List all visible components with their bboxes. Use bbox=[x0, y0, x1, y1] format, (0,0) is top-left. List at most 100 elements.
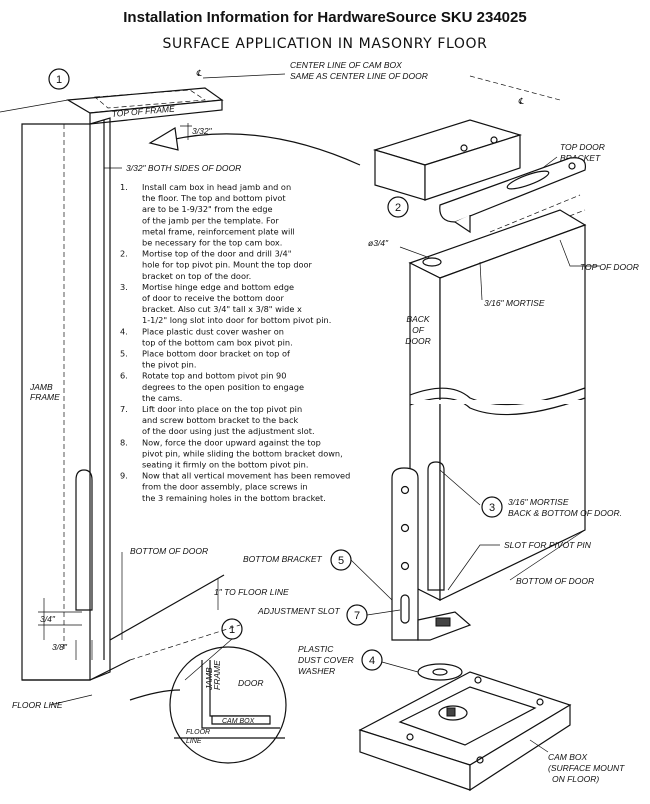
arrow-cambox-to-frame bbox=[169, 133, 361, 166]
label-jamb-frame-1: JAMB bbox=[29, 382, 53, 392]
step-text: Place plastic dust cover washer on bbox=[142, 326, 284, 336]
callout-4 bbox=[361, 649, 383, 671]
label-back-of-door-1: BACK bbox=[406, 314, 429, 324]
step-text: Install cam box in head jamb and on bbox=[142, 182, 291, 192]
top-cambox-hole-2 bbox=[490, 136, 498, 144]
label-top-of-door: TOP OF DOOR bbox=[580, 262, 639, 272]
callout-1-detail-label: 1 bbox=[229, 624, 235, 636]
label-dim-3-8: 3/8" bbox=[52, 642, 68, 652]
step-text: the pivot pin. bbox=[142, 360, 196, 370]
callout-1-top-label: 1 bbox=[56, 74, 62, 86]
step-text: and screw bottom bracket to the back bbox=[142, 415, 298, 425]
top-bracket-hole bbox=[568, 162, 576, 170]
label-jamb-frame-2: FRAME bbox=[30, 392, 60, 402]
callout-5-label: 5 bbox=[338, 555, 344, 567]
pivot-pin-slot bbox=[435, 617, 451, 627]
label-top-door-bracket-2: BRACKET bbox=[560, 153, 601, 163]
step-text: Lift door into place on the top pivot pi… bbox=[142, 404, 302, 414]
detail-jamb bbox=[201, 660, 280, 729]
detail-leader bbox=[184, 638, 233, 681]
label-plastic-1: PLASTIC bbox=[298, 644, 334, 654]
dust-cover-washer bbox=[417, 663, 463, 681]
label-cam-box-3: ON FLOOR) bbox=[552, 774, 599, 784]
label-detail-floor-1: FLOOR bbox=[186, 729, 210, 736]
label-cam-box-2: (SURFACE MOUNT bbox=[548, 763, 625, 773]
step-text: top of the bottom cam box pivot pin. bbox=[142, 337, 293, 347]
bottom-bracket-hole-3 bbox=[400, 561, 410, 571]
head-jamb-cambox-hidden bbox=[94, 89, 207, 109]
label-plastic-3: WASHER bbox=[298, 666, 335, 676]
callout-7-label: 7 bbox=[354, 610, 360, 622]
callout-2-label: 2 bbox=[395, 202, 401, 214]
label-slot-for-pivot: SLOT FOR PIVOT PIN bbox=[504, 540, 592, 550]
label-detail-floor-2: LINE bbox=[186, 738, 202, 745]
step-text: be necessary for the top cam box. bbox=[142, 238, 282, 248]
label-floor-line: FLOOR LINE bbox=[12, 700, 63, 710]
floor-cambox-hole-3 bbox=[406, 733, 414, 741]
step-number: 7. bbox=[120, 404, 128, 414]
top-pivot-hole bbox=[422, 257, 442, 267]
floor-cambox-hole-1 bbox=[474, 676, 482, 684]
top-cambox-hole-1 bbox=[460, 144, 468, 152]
callout-4-leader bbox=[381, 661, 419, 673]
step-text: seating it firmly on the bottom pivot pi… bbox=[142, 460, 308, 470]
step-number: 5. bbox=[120, 349, 128, 359]
cl-symbol-top: ℄ bbox=[196, 68, 202, 78]
detail-cambox bbox=[211, 715, 271, 725]
callout-1-top bbox=[48, 68, 70, 90]
label-detail-cambox: CAM BOX bbox=[222, 718, 255, 725]
label-back-of-door-3: DOOR bbox=[405, 336, 431, 346]
step-number: 2. bbox=[120, 249, 128, 259]
label-both-sides: 3/32" BOTH SIDES OF DOOR bbox=[126, 163, 241, 173]
floor-cambox-recess bbox=[398, 686, 537, 746]
center-line-leader bbox=[202, 73, 286, 79]
jamb-stop bbox=[89, 117, 111, 681]
center-line-right bbox=[469, 75, 561, 101]
detail-break-arrow bbox=[129, 689, 181, 701]
step-number: 1. bbox=[120, 182, 128, 192]
callout-4-label: 4 bbox=[369, 655, 375, 667]
callout-2 bbox=[387, 196, 409, 218]
door-break-bottom bbox=[409, 397, 586, 416]
step-text: hole for top pivot pin. Mount the top do… bbox=[142, 260, 313, 270]
callout-7-leader bbox=[366, 609, 401, 616]
step-text: from the door assembly, place screws in bbox=[142, 482, 308, 492]
step-number: 6. bbox=[120, 371, 128, 381]
bottom-bracket-hole-2 bbox=[400, 523, 410, 533]
label-bottom-of-door-left: BOTTOM OF DOOR bbox=[130, 546, 208, 556]
step-text: the floor. The top and bottom pivot bbox=[142, 193, 286, 203]
label-adjustment-slot: ADJUSTMENT SLOT bbox=[257, 606, 341, 616]
floor-line-main bbox=[22, 659, 131, 681]
dim-3-8-lines bbox=[75, 640, 93, 660]
cl-symbol-right: ℄ bbox=[518, 96, 524, 106]
floor-line-leader bbox=[49, 694, 93, 706]
page-title: Installation Information for HardwareSou… bbox=[123, 9, 526, 26]
bottom-door-bracket bbox=[391, 467, 419, 641]
step-text: are to be 1-9/32" from the edge bbox=[142, 204, 273, 214]
label-cam-box-1: CAM BOX bbox=[548, 752, 588, 762]
step-text: Rotate top and bottom pivot pin 90 bbox=[142, 371, 286, 381]
step-text: Now, force the door upward against the t… bbox=[142, 437, 321, 447]
label-dia-3-4: ø3/4" bbox=[368, 238, 389, 248]
step-text: the 3 remaining holes in the bottom brac… bbox=[142, 493, 326, 503]
step-text: the cams. bbox=[142, 393, 182, 403]
step-text: bracket. Also cut 3/4" tall x 3/8" wide … bbox=[142, 304, 302, 314]
step-text: Mortise hinge edge and bottom edge bbox=[142, 282, 294, 292]
floor-cambox-side bbox=[469, 703, 571, 792]
mortise-top-leader bbox=[479, 261, 483, 301]
top-of-door-leader bbox=[559, 239, 600, 267]
arrow-head-left bbox=[148, 127, 179, 151]
label-back-of-door-2: OF bbox=[412, 325, 425, 335]
step-text: of the jamb per the template. For bbox=[142, 215, 279, 225]
label-dim-3-4: 3/4" bbox=[40, 614, 56, 624]
step-text: pivot pin, while sliding the bottom brac… bbox=[142, 448, 343, 458]
label-mortise-top: 3/16" MORTISE bbox=[484, 298, 545, 308]
step-text: metal frame, reinforcement plate will bbox=[142, 226, 295, 236]
installation-steps: 1.Install cam box in head jamb and onthe… bbox=[120, 182, 350, 503]
label-detail-jamb-1: JAMB bbox=[204, 667, 214, 691]
step-text: 1-1/2" long slot into door for bottom pi… bbox=[142, 315, 331, 325]
dust-cover-washer-hole bbox=[432, 668, 448, 676]
head-jamb-front bbox=[89, 99, 223, 125]
label-mortise-back-1: 3/16" MORTISE bbox=[508, 497, 569, 507]
